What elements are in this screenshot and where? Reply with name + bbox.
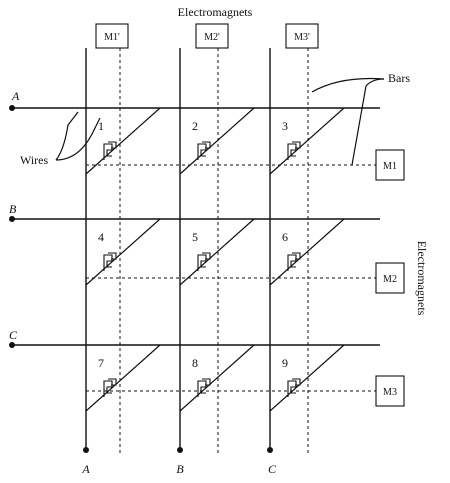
side-magnet-3: M3	[375, 375, 405, 407]
crosspoint-4-label: 4	[98, 230, 104, 244]
top-magnet-2: M2'	[195, 23, 229, 49]
crosspoint-8: 8	[179, 344, 255, 412]
crosspoint-4-coil	[103, 252, 117, 271]
crosspoint-1-coil	[103, 141, 117, 160]
crosspoint-8-coil	[197, 378, 211, 397]
bars-callout-line-2	[311, 77, 385, 93]
row-wire-a-terminal	[9, 105, 15, 111]
column-wire-c-terminal	[267, 447, 273, 453]
crosspoint-7-label: 7	[98, 356, 104, 370]
row-wire-b-terminal	[9, 216, 15, 222]
column-label-a: A	[81, 462, 90, 476]
crosspoint-5-diagonal	[179, 218, 255, 286]
side-magnet-2-label: M2	[383, 274, 397, 285]
crosspoint-9-label: 9	[282, 356, 288, 370]
crosspoint-2-diagonal	[179, 107, 255, 175]
row-wire-c-terminal	[9, 342, 15, 348]
crosspoint-8-diagonal	[179, 344, 255, 412]
top-magnet-1: M1'	[95, 23, 129, 49]
crosspoint-5-coil	[197, 252, 211, 271]
column-label-c: C	[268, 462, 277, 476]
wires-label: Wires	[20, 153, 49, 167]
crosspoint-8-label: 8	[192, 356, 198, 370]
top-magnet-1-label: M1'	[104, 32, 120, 43]
column-wire-b-terminal	[177, 447, 183, 453]
crosspoint-3-label: 3	[282, 119, 288, 133]
wires-callout-line-2	[55, 117, 101, 161]
crosspoint-2-coil	[197, 141, 211, 160]
crosspoint-7: 7	[85, 344, 161, 412]
top-magnet-3: M3'	[285, 23, 319, 49]
crosspoint-6-label: 6	[282, 230, 288, 244]
side-magnet-1: M1	[375, 149, 405, 181]
crosspoint-3-coil	[287, 141, 301, 160]
crosspoint-9-coil	[287, 378, 301, 397]
crosspoint-3: 3	[269, 107, 345, 175]
crosspoint-6-coil	[287, 252, 301, 271]
crosspoint-2: 2	[179, 107, 255, 175]
column-label-b: B	[176, 462, 184, 476]
bars-label: Bars	[388, 71, 410, 85]
column-wire-a-terminal	[83, 447, 89, 453]
row-label-c: C	[9, 328, 18, 342]
crosspoint-5: 5	[179, 218, 255, 286]
side-magnet-1-label: M1	[383, 161, 397, 172]
top-electromagnets-title: Electromagnets	[178, 5, 253, 19]
crosspoint-grid: 1 2 3 4 5 6 7 8 9	[85, 107, 345, 412]
crosspoint-3-diagonal	[269, 107, 345, 175]
crosspoint-9: 9	[269, 344, 345, 412]
crosspoint-2-label: 2	[192, 119, 198, 133]
crosspoint-6-diagonal	[269, 218, 345, 286]
crosspoint-9-diagonal	[269, 344, 345, 412]
crosspoint-7-coil	[103, 378, 117, 397]
side-magnet-2: M2	[375, 262, 405, 294]
row-label-a: A	[11, 89, 20, 103]
crosspoint-1: 1	[85, 107, 161, 175]
crosspoint-5-label: 5	[192, 230, 198, 244]
row-label-b: B	[9, 202, 17, 216]
crosspoint-7-diagonal	[85, 344, 161, 412]
crosspoint-1-label: 1	[98, 119, 104, 133]
side-magnet-3-label: M3	[383, 387, 397, 398]
crosspoint-4: 4	[85, 218, 161, 286]
crosspoint-1-diagonal	[85, 107, 161, 175]
top-magnet-2-label: M2'	[204, 32, 220, 43]
wires-callout-line-1	[55, 111, 79, 161]
top-magnet-3-label: M3'	[294, 32, 310, 43]
crosspoint-4-diagonal	[85, 218, 161, 286]
crosspoint-6: 6	[269, 218, 345, 286]
side-electromagnets-title: Electromagnets	[415, 241, 429, 316]
